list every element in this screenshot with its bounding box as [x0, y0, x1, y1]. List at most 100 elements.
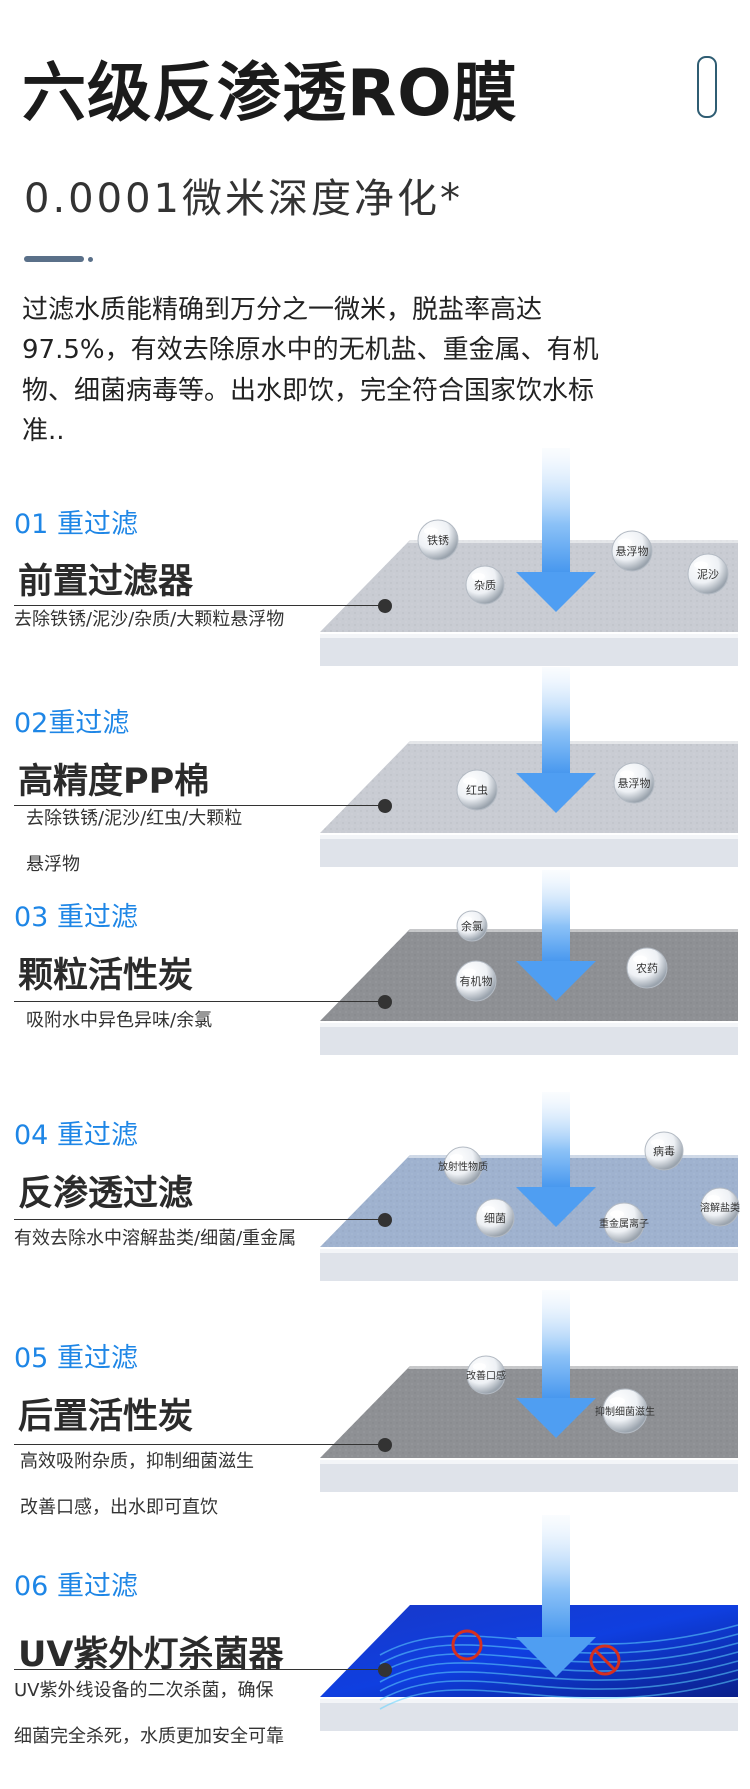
stage-description: 去除铁锈/泥沙/红虫/大颗粒 [26, 808, 243, 829]
leader-line [14, 1219, 386, 1220]
stage-description: 改善口感，出水即可直饮 [20, 1497, 218, 1518]
leader-dot [378, 599, 392, 613]
uv-wave [379, 1678, 739, 1710]
particle-bubble: 余氯 [456, 910, 488, 942]
flow-arrow-head [516, 1637, 596, 1677]
stage-name: 反渗透过滤 [18, 1174, 194, 1214]
base-slab-edge [320, 1023, 738, 1027]
stage-number: 05 重过滤 [14, 1343, 138, 1374]
particle-label: 抑制细菌滋生 [595, 1405, 655, 1418]
stage-description: UV紫外线设备的二次杀菌，确保 [14, 1680, 274, 1701]
prohibit-icon [593, 1648, 617, 1672]
particle-label: 余氯 [461, 919, 483, 933]
page-title: 六级反渗透RO膜 [22, 57, 518, 131]
stage-4-graphic: 放射性物质细菌重金属离子病毒溶解盐类 [320, 1092, 740, 1281]
stage-description: 吸附水中异色异味/余氯 [26, 1010, 213, 1031]
particle-label: 悬浮物 [616, 544, 649, 558]
particle-bubble: 有机物 [455, 960, 497, 1002]
flow-arrow-head [516, 961, 596, 1001]
uv-wave [379, 1669, 739, 1701]
uv-wave [379, 1660, 739, 1692]
leader-line [14, 605, 386, 606]
stage-name: 前置过滤器 [18, 562, 194, 602]
particle-label: 铁锈 [427, 534, 449, 547]
flow-arrow-shaft [542, 667, 570, 775]
stage-number: 02重过滤 [14, 708, 130, 739]
stage-number: 06 重过滤 [14, 1571, 138, 1602]
stage-description: 有效去除水中溶解盐类/细菌/重金属 [14, 1228, 297, 1249]
stage-name: UV紫外灯杀菌器 [18, 1635, 284, 1675]
leader-dot [378, 1663, 392, 1677]
particle-bubble: 泥沙 [687, 553, 729, 595]
flow-arrow-shaft [542, 1092, 570, 1189]
uv-wave [379, 1651, 739, 1683]
stage-number: 03 重过滤 [14, 902, 138, 933]
particle-bubble: 农药 [626, 947, 668, 989]
particle-label: 悬浮物 [618, 776, 651, 790]
leader-dot [378, 1213, 392, 1227]
flow-arrow-shaft [542, 1290, 570, 1400]
filter-layer-texture [320, 1366, 738, 1458]
leader-line [14, 805, 386, 806]
stage-name: 后置活性炭 [18, 1397, 194, 1437]
flow-arrow-shaft [542, 1515, 570, 1639]
flow-arrow-head [516, 1187, 596, 1227]
particle-bubble: 抑制细菌滋生 [595, 1388, 655, 1434]
particle-label: 泥沙 [697, 568, 719, 581]
stage-description: 悬浮物 [26, 854, 80, 875]
particle-label: 重金属离子 [599, 1217, 649, 1230]
uv-wave [379, 1633, 739, 1665]
particle-label: 细菌 [484, 1212, 506, 1225]
base-slab [320, 835, 738, 867]
leader-line [14, 1444, 386, 1445]
base-slab [320, 1699, 738, 1731]
filter-layer-texture [320, 741, 738, 833]
stage-name: 高精度PP棉 [18, 762, 210, 802]
particle-label: 有机物 [460, 974, 493, 988]
flow-arrow-head [516, 773, 596, 813]
base-slab-edge [320, 1699, 738, 1703]
intro-text: 过滤水质能精确到万分之一微米，脱盐率高达97.5%，有效去除原水中的无机盐、重金… [22, 295, 599, 446]
bacteria-icon [451, 1629, 483, 1661]
particle-bubble: 重金属离子 [599, 1202, 649, 1244]
base-slab-edge [320, 634, 738, 638]
base-slab-edge [320, 1460, 738, 1464]
stage-number: 01 重过滤 [14, 509, 138, 540]
pill-badge-icon [697, 56, 717, 118]
particle-label: 改善口感 [466, 1369, 506, 1382]
bacteria-icon [589, 1644, 621, 1676]
flow-arrow-shaft [542, 448, 570, 574]
stage-6-graphic [320, 1515, 739, 1731]
particle-bubble: 溶解盐类 [700, 1187, 740, 1227]
particle-bubble: 病毒 [644, 1131, 684, 1171]
leader-line [14, 1001, 386, 1002]
stage-description: 去除铁锈/泥沙/杂质/大颗粒悬浮物 [14, 609, 285, 630]
particle-label: 红虫 [466, 784, 488, 797]
particle-bubble: 红虫 [456, 769, 498, 811]
filter-layer-texture [320, 929, 738, 1021]
particle-label: 溶解盐类 [700, 1201, 740, 1214]
page-subtitle: 0.0001微米深度净化* [24, 176, 463, 222]
flow-arrow-head [516, 1398, 596, 1438]
particle-bubble: 悬浮物 [613, 762, 655, 804]
stage-number: 04 重过滤 [14, 1120, 138, 1151]
filter-layer-edge [408, 929, 738, 932]
particle-label: 杂质 [474, 579, 496, 592]
stage-description: 细菌完全杀死，水质更加安全可靠 [14, 1726, 284, 1747]
uv-wave [379, 1642, 739, 1674]
particle-bubble: 细菌 [475, 1198, 515, 1238]
stage-name: 颗粒活性炭 [18, 956, 194, 996]
filter-layer-texture [320, 540, 738, 632]
base-slab [320, 634, 738, 666]
decorative-dot [88, 257, 93, 262]
particle-bubble: 杂质 [465, 565, 505, 605]
filter-layer-texture [320, 1155, 738, 1247]
base-slab-edge [320, 835, 738, 839]
leader-line [14, 1669, 386, 1670]
particle-bubble: 悬浮物 [611, 530, 653, 572]
particle-bubble: 改善口感 [466, 1355, 506, 1395]
base-slab [320, 1249, 738, 1281]
